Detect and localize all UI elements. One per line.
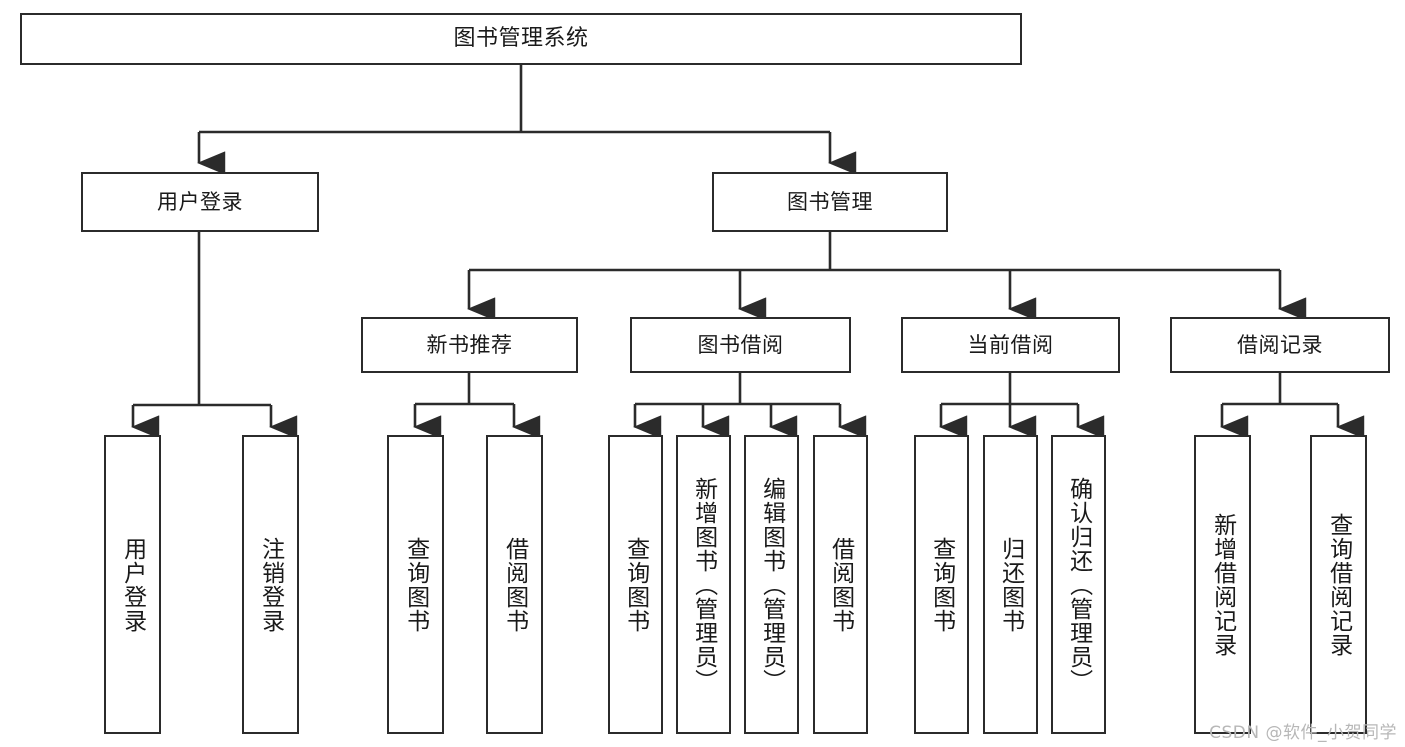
node-current-borrow[interactable]: 当前借阅 bbox=[901, 317, 1120, 373]
leaf-confirm-return[interactable]: 确认归还（管理员） bbox=[1051, 435, 1106, 734]
node-book-manage[interactable]: 图书管理 bbox=[712, 172, 948, 232]
leaf-return-book[interactable]: 归还图书 bbox=[983, 435, 1038, 734]
leaf-query-book-2-label: 查询图书 bbox=[622, 536, 649, 633]
leaf-logout[interactable]: 注销登录 bbox=[242, 435, 299, 734]
csdn-watermark: CSDN @软件_小贺同学 bbox=[1209, 723, 1397, 743]
node-book-borrow[interactable]: 图书借阅 bbox=[630, 317, 851, 373]
leaf-borrow-book-1[interactable]: 借阅图书 bbox=[486, 435, 543, 734]
node-current-borrow-label: 当前借阅 bbox=[967, 332, 1054, 357]
leaf-confirm-return-label: 确认归还（管理员） bbox=[1065, 476, 1092, 693]
leaf-edit-book-label: 编辑图书（管理员） bbox=[758, 476, 785, 693]
leaf-query-book-1-label: 查询图书 bbox=[402, 536, 429, 633]
node-borrow-record-label: 借阅记录 bbox=[1237, 332, 1323, 357]
leaf-add-record-label: 新增借阅记录 bbox=[1209, 512, 1236, 657]
leaf-query-record[interactable]: 查询借阅记录 bbox=[1310, 435, 1367, 734]
leaf-logout-label: 注销登录 bbox=[257, 536, 284, 633]
leaf-add-record[interactable]: 新增借阅记录 bbox=[1194, 435, 1251, 734]
leaf-user-login[interactable]: 用户登录 bbox=[104, 435, 161, 734]
leaf-query-book-2[interactable]: 查询图书 bbox=[608, 435, 663, 734]
leaf-add-book[interactable]: 新增图书（管理员） bbox=[676, 435, 731, 734]
leaf-add-book-label: 新增图书（管理员） bbox=[690, 476, 717, 693]
leaf-query-book-3[interactable]: 查询图书 bbox=[914, 435, 969, 734]
node-root[interactable]: 图书管理系统 bbox=[20, 13, 1022, 65]
node-new-book-recommend[interactable]: 新书推荐 bbox=[361, 317, 578, 373]
leaf-borrow-book-2-label: 借阅图书 bbox=[827, 536, 854, 633]
node-user-login-label: 用户登录 bbox=[157, 189, 243, 214]
leaf-user-login-label: 用户登录 bbox=[119, 536, 146, 633]
leaf-borrow-book-2[interactable]: 借阅图书 bbox=[813, 435, 868, 734]
node-book-manage-label: 图书管理 bbox=[787, 189, 873, 214]
leaf-return-book-label: 归还图书 bbox=[997, 536, 1024, 633]
node-book-borrow-label: 图书借阅 bbox=[697, 332, 784, 357]
leaf-edit-book[interactable]: 编辑图书（管理员） bbox=[744, 435, 799, 734]
node-user-login[interactable]: 用户登录 bbox=[81, 172, 319, 232]
leaf-query-record-label: 查询借阅记录 bbox=[1325, 512, 1352, 657]
leaf-query-book-3-label: 查询图书 bbox=[928, 536, 955, 633]
leaf-borrow-book-1-label: 借阅图书 bbox=[501, 536, 528, 633]
leaf-query-book-1[interactable]: 查询图书 bbox=[387, 435, 444, 734]
node-root-label: 图书管理系统 bbox=[453, 26, 589, 52]
node-new-book-recommend-label: 新书推荐 bbox=[426, 332, 513, 357]
node-borrow-record[interactable]: 借阅记录 bbox=[1170, 317, 1390, 373]
